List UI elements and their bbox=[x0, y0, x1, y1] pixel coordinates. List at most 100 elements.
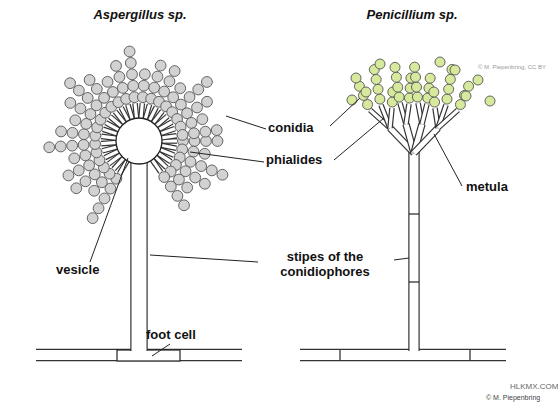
conidium bbox=[78, 139, 89, 150]
conidium bbox=[206, 165, 217, 176]
conidium bbox=[73, 85, 84, 96]
conidium bbox=[196, 161, 207, 172]
conidium bbox=[79, 129, 90, 140]
vesicle-shape bbox=[116, 118, 162, 164]
conidium bbox=[347, 95, 357, 105]
conidium bbox=[190, 172, 201, 183]
foot-cell-shape bbox=[117, 350, 180, 361]
conidium bbox=[363, 100, 373, 110]
part-name: vesicle bbox=[56, 263, 99, 278]
leader-line bbox=[90, 158, 128, 262]
conidium bbox=[211, 125, 222, 136]
conidium bbox=[189, 128, 200, 139]
leader-line bbox=[394, 258, 409, 260]
conidium bbox=[390, 62, 400, 72]
conidium bbox=[44, 142, 55, 153]
conidium bbox=[149, 82, 160, 93]
part-name: conidia bbox=[268, 121, 314, 136]
part-name: foot cell bbox=[146, 328, 196, 343]
stipe-lumen bbox=[132, 150, 147, 351]
leader-line bbox=[190, 152, 264, 162]
phialide bbox=[406, 104, 409, 124]
phialide bbox=[422, 104, 427, 124]
conidium bbox=[81, 118, 92, 129]
part-name: metula bbox=[466, 180, 508, 195]
conidium bbox=[182, 182, 193, 193]
conidium bbox=[67, 127, 78, 138]
leader-lines bbox=[90, 98, 462, 356]
phialide-lumen bbox=[390, 108, 392, 128]
conidium bbox=[461, 91, 471, 101]
conidium bbox=[80, 150, 91, 161]
conidium bbox=[442, 94, 452, 104]
conidium bbox=[373, 84, 383, 94]
conidium bbox=[172, 190, 183, 201]
conidium bbox=[435, 57, 445, 67]
conidium bbox=[175, 83, 186, 94]
conidium bbox=[71, 183, 82, 194]
conidium bbox=[361, 87, 371, 97]
part-name: stipes of the conidiophores bbox=[259, 250, 391, 280]
conidium bbox=[177, 129, 188, 140]
species-title: Penicillium sp. bbox=[366, 8, 457, 23]
conidium bbox=[87, 213, 98, 224]
conidium bbox=[202, 96, 213, 107]
leader-line bbox=[226, 116, 266, 129]
conidium bbox=[184, 92, 195, 103]
conidium bbox=[89, 185, 100, 196]
conidium bbox=[444, 84, 454, 94]
stipe-lumen bbox=[410, 150, 419, 351]
conidium bbox=[212, 136, 223, 147]
conidium bbox=[351, 73, 361, 83]
conidium bbox=[193, 84, 204, 95]
conidium bbox=[93, 203, 104, 214]
conidium bbox=[114, 72, 125, 83]
conidium bbox=[91, 84, 102, 95]
copyright-note: © M. Piepenbring bbox=[486, 394, 540, 402]
phialide bbox=[390, 108, 392, 128]
conidium bbox=[67, 140, 78, 151]
phialide-lumen bbox=[406, 104, 409, 124]
conidium bbox=[169, 66, 180, 77]
species-title: Aspergillus sp. bbox=[93, 8, 186, 23]
conidium bbox=[429, 87, 439, 97]
part-name: phialides bbox=[266, 153, 322, 168]
conidium bbox=[75, 103, 86, 114]
conidium bbox=[375, 59, 385, 69]
conidium bbox=[65, 98, 76, 109]
conidium bbox=[412, 92, 422, 102]
septum bbox=[409, 213, 419, 214]
leader-line bbox=[150, 255, 258, 262]
conidium bbox=[450, 65, 460, 75]
conidium bbox=[391, 72, 401, 82]
conidium bbox=[165, 181, 176, 192]
conidium bbox=[138, 80, 149, 91]
metula-branch-lumen bbox=[414, 128, 438, 153]
conidium bbox=[202, 77, 213, 88]
conidium bbox=[102, 76, 113, 87]
conidium bbox=[217, 169, 228, 180]
conidium bbox=[179, 200, 190, 211]
conidium bbox=[159, 172, 170, 183]
conidium bbox=[139, 69, 150, 80]
stipe bbox=[130, 150, 147, 351]
copyright-note: © M. Piepenbring, CC BY bbox=[478, 64, 546, 71]
penicillium-drawing bbox=[300, 57, 506, 360]
septum bbox=[339, 350, 340, 360]
conidium bbox=[192, 102, 203, 113]
conidium bbox=[199, 178, 210, 189]
conidium bbox=[56, 126, 67, 137]
conidium bbox=[127, 69, 138, 80]
conidium bbox=[125, 58, 136, 69]
hypha bbox=[300, 349, 506, 361]
conidium bbox=[152, 71, 163, 82]
conidium bbox=[473, 75, 483, 85]
conidium bbox=[155, 60, 166, 71]
septum bbox=[469, 350, 470, 360]
conidium bbox=[186, 118, 197, 129]
conidium bbox=[425, 73, 435, 83]
conidium bbox=[164, 76, 175, 87]
conidium bbox=[63, 170, 74, 181]
